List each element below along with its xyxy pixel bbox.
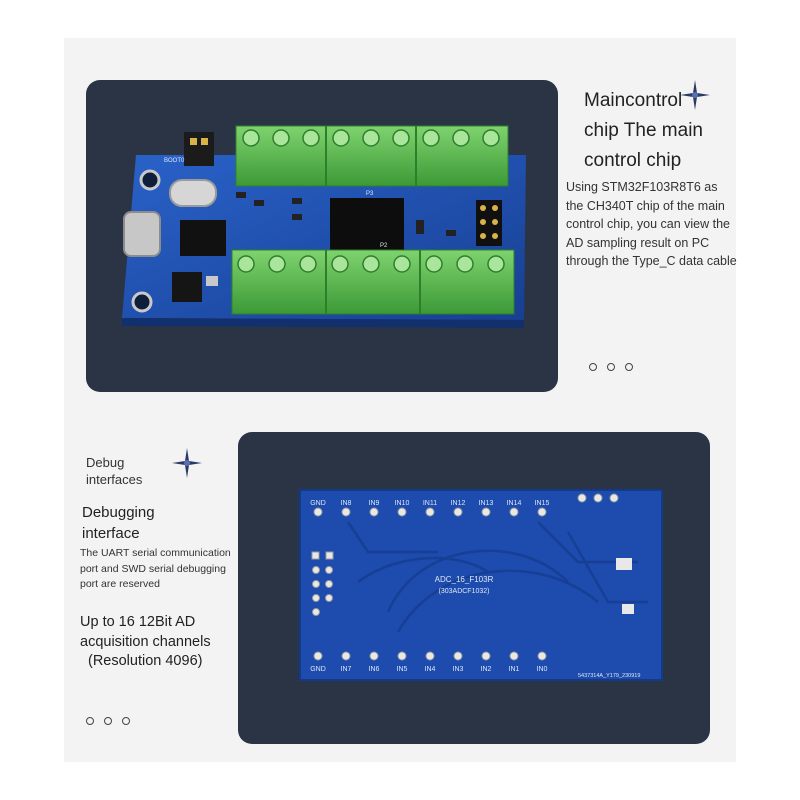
pagination-dots-icon	[86, 717, 130, 725]
boot-jumper	[184, 132, 214, 166]
pin-label: GND	[310, 666, 326, 673]
ch340-chip	[180, 220, 226, 256]
mounting-hole	[139, 169, 161, 191]
debug-interfaces-label: Debug interfaces	[86, 455, 143, 487]
board-back-photo-panel: GND IN8 IN9 IN10 IN11 IN12 IN13 IN14 IN1…	[238, 432, 710, 744]
pin-label: GND	[310, 500, 326, 507]
pin-label: IN4	[425, 666, 436, 673]
chip-code: (303ADCF1032)	[439, 588, 490, 595]
regulator	[172, 272, 202, 302]
silk-label-p3: P3	[366, 191, 374, 197]
pin-label: IN11	[423, 500, 437, 507]
pin-label: IN8	[341, 500, 352, 507]
pin-label: IN12	[451, 500, 466, 507]
terminal-block-row-bottom	[231, 249, 515, 315]
debugging-interface-description: The UART serial communication port and S…	[80, 547, 231, 590]
pin-label: IN7	[341, 666, 352, 673]
pcb-board-back	[299, 489, 663, 681]
pin-label: IN10	[395, 500, 410, 507]
chip-label: ADC_16_F103R	[435, 575, 494, 584]
acquisition-channels-text: Up to 16 12Bit AD acquisition channels	[80, 614, 211, 650]
pin-label: IN14	[507, 500, 522, 507]
crystal-oscillator	[169, 179, 217, 207]
board-serial: 5437314A_Y179_230919	[578, 673, 640, 679]
pin-label: IN13	[479, 500, 494, 507]
sparkle-icon	[172, 448, 202, 483]
mcu-chip	[330, 198, 404, 256]
pin-label: IN5	[397, 666, 408, 673]
silk-label-p2: P2	[380, 243, 388, 249]
pin-label: IN6	[369, 666, 380, 673]
silk-label-boot0: BOOT0	[164, 158, 185, 164]
board-front-photo-panel: BOOT0 P3 P2	[86, 80, 558, 392]
pin-label: IN1	[509, 666, 520, 673]
board-front-photo: BOOT0 P3 P2	[122, 125, 526, 328]
debugging-interface-subtitle: Debugging interface	[82, 504, 155, 542]
resolution-text: (Resolution 4096)	[88, 653, 203, 669]
header-pins	[476, 200, 502, 246]
mounting-hole	[131, 291, 153, 313]
terminal-block-row-top	[235, 125, 509, 187]
pin-label: IN0	[537, 666, 548, 673]
pin-label: IN3	[453, 666, 464, 673]
pagination-dots-icon	[589, 363, 633, 371]
main-control-chip-description: Using STM32F103R8T6 as the CH340T chip o…	[566, 180, 737, 268]
board-back-photo: GND IN8 IN9 IN10 IN11 IN12 IN13 IN14 IN1…	[299, 489, 663, 681]
pin-label: IN9	[369, 500, 380, 507]
pin-label: IN2	[481, 666, 492, 673]
sparkle-icon	[680, 80, 710, 115]
usb-c-port	[123, 211, 161, 257]
pin-label: IN15	[535, 500, 550, 507]
main-control-chip-title: Maincontrol chip The main control chip	[584, 90, 703, 171]
